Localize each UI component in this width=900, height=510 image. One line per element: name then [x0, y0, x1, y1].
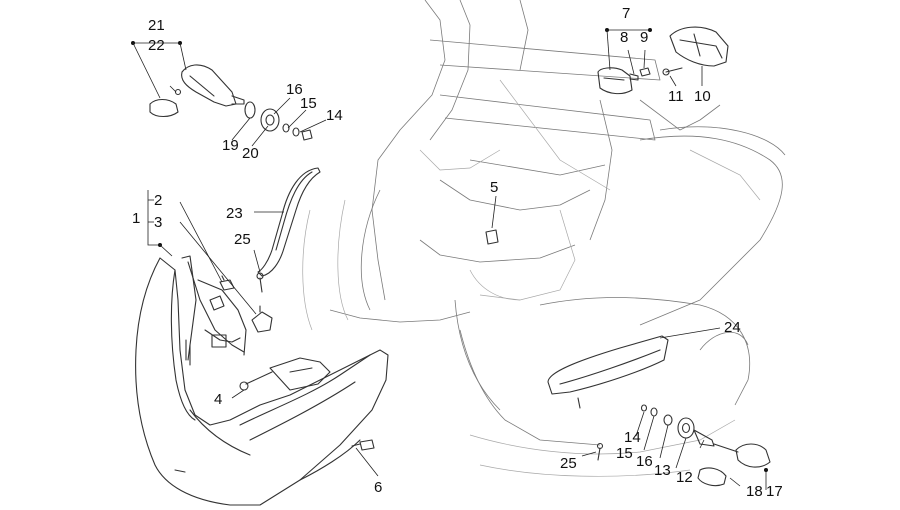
callout-8: 8	[620, 29, 628, 46]
turn-signal-left-assembly	[149, 64, 313, 141]
callout-12: 12	[676, 469, 693, 486]
frame-ghost-lines	[302, 0, 786, 477]
callout-24: 24	[724, 319, 741, 336]
callout-22: 22	[148, 37, 165, 54]
headlight-assembly	[135, 255, 389, 506]
callout-10: 10	[694, 88, 711, 105]
callout-20: 20	[242, 145, 259, 162]
callout-25-right: 25	[560, 455, 577, 472]
callout-2: 2	[154, 192, 162, 209]
callout-16-right: 16	[636, 453, 653, 470]
callout-17: 17	[766, 483, 783, 500]
leader-lines	[131, 28, 768, 490]
callout-18: 18	[746, 483, 763, 500]
callout-1: 1	[132, 210, 140, 227]
callout-14-left: 14	[326, 107, 343, 124]
callout-15-left: 15	[300, 95, 317, 112]
callout-23: 23	[226, 205, 243, 222]
tail-light-assembly	[597, 26, 729, 95]
callout-25-left: 25	[234, 231, 251, 248]
callout-21: 21	[148, 17, 165, 34]
callout-9: 9	[640, 29, 648, 46]
callout-11: 11	[668, 88, 684, 105]
callout-3: 3	[154, 214, 162, 231]
callout-19: 19	[222, 137, 239, 154]
screw-left-25	[256, 272, 264, 293]
callout-labels: 21 22 16 15 14 19 20 2 1 3 23 25 5 7 8 9…	[132, 5, 783, 500]
position-light-left	[257, 167, 321, 277]
clip-5	[485, 229, 499, 245]
callout-7: 7	[622, 5, 630, 22]
callout-15-right: 15	[616, 445, 633, 462]
callout-4: 4	[214, 391, 222, 408]
callout-13: 13	[654, 462, 671, 479]
position-light-right	[547, 335, 669, 409]
callout-5: 5	[490, 179, 498, 196]
callout-14-right: 14	[624, 429, 641, 446]
callout-16-left: 16	[286, 81, 303, 98]
callout-6: 6	[374, 479, 382, 496]
